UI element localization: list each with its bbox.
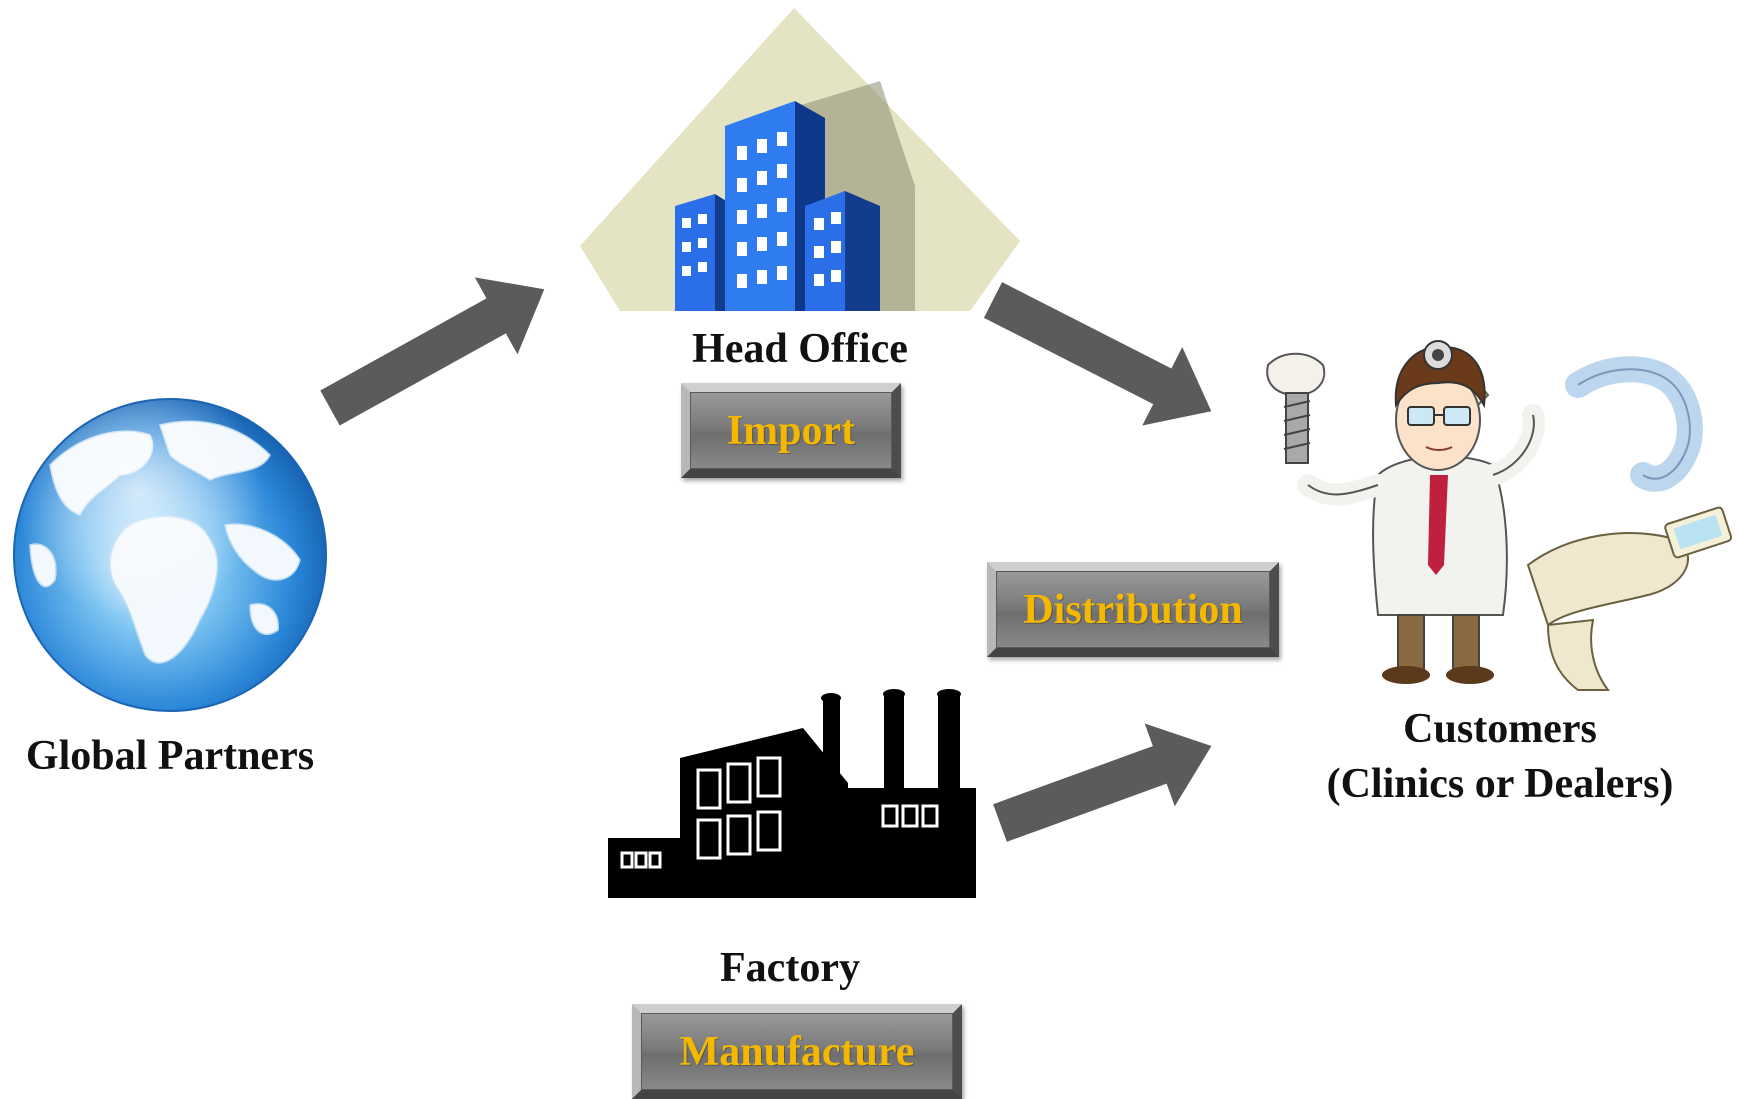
head-office-label: Head Office <box>692 326 908 372</box>
arrow-global-to-headoffice <box>320 277 545 426</box>
global-partners-label: Global Partners <box>25 733 315 779</box>
office-building-icon <box>580 8 1020 311</box>
import-role-text: Import <box>726 407 856 454</box>
dentist-illustration-icon <box>1266 340 1733 691</box>
distribution-role-box: Distribution <box>987 562 1279 657</box>
manufacture-role-text: Manufacture <box>679 1028 915 1075</box>
import-role-box: Import <box>681 383 901 478</box>
globe-icon <box>13 398 327 712</box>
customers-label-line1: Customers <box>1403 706 1597 752</box>
arrow-headoffice-to-customers <box>983 282 1212 426</box>
factory-icon <box>608 689 976 898</box>
arrow-factory-to-customers <box>993 723 1212 842</box>
manufacture-role-box: Manufacture <box>632 1004 962 1099</box>
customers-label-line2: (Clinics or Dealers) <box>1326 761 1674 807</box>
factory-label: Factory <box>720 945 860 991</box>
distribution-role-text: Distribution <box>1023 586 1243 633</box>
